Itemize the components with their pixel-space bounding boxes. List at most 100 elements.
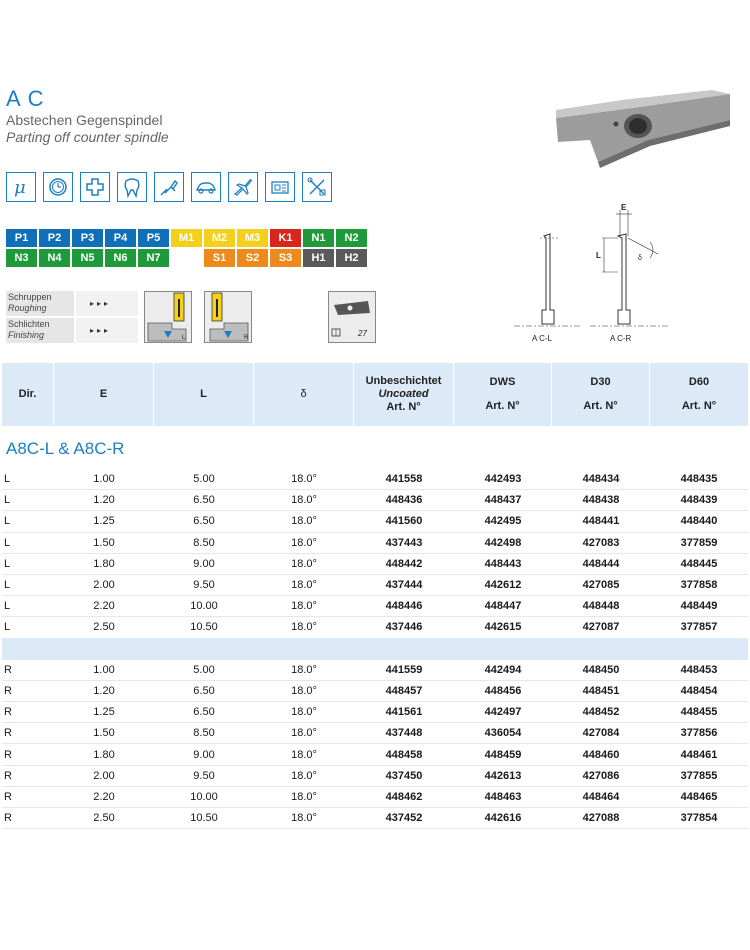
- cell-dir: R: [4, 663, 12, 676]
- cell-d30: 448448: [582, 600, 620, 613]
- cell-d30: 427085: [582, 579, 620, 592]
- cell-e: 1.50: [93, 536, 115, 549]
- material-m2: M2: [204, 229, 235, 247]
- cell-d60: 448454: [680, 684, 718, 697]
- cell-uncoated: 437448: [385, 727, 423, 740]
- cell-uncoated: 437443: [385, 536, 423, 549]
- cell-delta: 18.0°: [291, 706, 317, 719]
- finishing-label: Schlichten Finishing: [6, 318, 74, 343]
- technical-drawing: E L δ A C-L A C-R: [514, 203, 668, 343]
- cell-dir: L: [4, 473, 11, 486]
- cell-l: 10.50: [190, 812, 218, 825]
- drawing-label-right: A C-R: [610, 334, 632, 343]
- cell-d60: 377855: [680, 769, 718, 782]
- cell-dir: R: [4, 684, 12, 697]
- drawing-label-left: A C-L: [532, 334, 553, 343]
- cell-l: 10.00: [190, 790, 218, 803]
- product-image: [556, 90, 730, 168]
- cell-dws: 448456: [484, 684, 522, 697]
- cell-delta: 18.0°: [291, 579, 317, 592]
- material-m3: M3: [237, 229, 268, 247]
- cell-uncoated: 437446: [385, 621, 423, 634]
- material-n5: N5: [72, 249, 103, 267]
- cell-l: 6.50: [193, 706, 215, 719]
- cell-l: 10.00: [190, 600, 218, 613]
- cell-d30: 448438: [582, 494, 620, 507]
- svg-text:μ: μ: [14, 177, 26, 198]
- material-h1: H1: [303, 249, 334, 267]
- cell-d30: 448452: [582, 706, 620, 719]
- cell-dws: 442615: [484, 621, 522, 634]
- material-p2: P2: [39, 229, 70, 247]
- cell-dir: R: [4, 727, 12, 740]
- material-s2: S2: [237, 249, 268, 267]
- connector-icon: [154, 172, 184, 202]
- cell-d60: 377856: [680, 727, 718, 740]
- cell-dir: R: [4, 790, 12, 803]
- cell-e: 1.00: [93, 663, 115, 676]
- left-hand-symbol: L: [144, 291, 192, 343]
- roughing-rating: ▸▸▸: [76, 291, 138, 316]
- cell-e: 2.20: [93, 600, 115, 613]
- cell-delta: 18.0°: [291, 557, 317, 570]
- material-s3: S3: [270, 249, 301, 267]
- cell-delta: 18.0°: [291, 663, 317, 676]
- cell-delta: 18.0°: [291, 621, 317, 634]
- cell-l: 9.50: [193, 769, 215, 782]
- cell-l: 8.50: [193, 536, 215, 549]
- material-m1: M1: [171, 229, 202, 247]
- material-h2: H2: [336, 249, 367, 267]
- right-symbol-label: R: [244, 335, 249, 341]
- cell-uncoated: 437452: [385, 812, 423, 825]
- cell-d60: 448455: [680, 706, 718, 719]
- cell-uncoated: 437444: [385, 579, 423, 592]
- cell-dir: R: [4, 748, 12, 761]
- cell-d30: 427083: [582, 536, 620, 549]
- cell-uncoated: 448442: [385, 557, 423, 570]
- reference-page: 27: [357, 329, 367, 338]
- cell-d60: 377857: [680, 621, 718, 634]
- cell-d60: 448461: [680, 748, 718, 761]
- cell-e: 1.20: [93, 494, 115, 507]
- cell-dws: 442498: [484, 536, 522, 549]
- cell-delta: 18.0°: [291, 812, 317, 825]
- material-n3: N3: [6, 249, 37, 267]
- cell-delta: 18.0°: [291, 684, 317, 697]
- cell-d60: 448453: [680, 663, 718, 676]
- cell-d60: 377858: [680, 579, 718, 592]
- cell-delta: 18.0°: [291, 536, 317, 549]
- cell-l: 9.50: [193, 579, 215, 592]
- cell-uncoated: 448462: [385, 790, 423, 803]
- subtitle-german: Abstechen Gegenspindel: [6, 112, 163, 128]
- header-e: E: [54, 363, 154, 426]
- cell-e: 2.50: [93, 812, 115, 825]
- section-title: A8C-L & A8C-R: [6, 439, 125, 458]
- cell-d30: 448441: [582, 515, 620, 528]
- cell-d30: 448451: [582, 684, 620, 697]
- cell-l: 8.50: [193, 727, 215, 740]
- cell-d60: 377854: [680, 812, 718, 825]
- cell-d30: 427084: [582, 727, 620, 740]
- cell-dir: L: [4, 557, 11, 570]
- table-header: Dir. E L δ Unbeschichtet Uncoated Art. N…: [2, 363, 748, 426]
- cell-e: 2.50: [93, 621, 115, 634]
- cell-d60: 448435: [680, 473, 718, 486]
- cell-d60: 448445: [680, 557, 718, 570]
- cell-dir: L: [4, 536, 11, 549]
- application-icons: μ: [6, 172, 332, 202]
- material-empty: [171, 249, 202, 267]
- cell-dir: R: [4, 812, 12, 825]
- cell-uncoated: 437450: [385, 769, 423, 782]
- cell-uncoated: 441560: [385, 515, 423, 528]
